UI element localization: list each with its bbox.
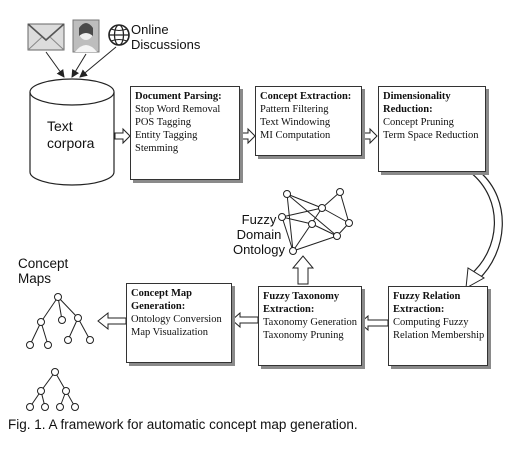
document-parsing-title: Document Parsing: xyxy=(135,91,222,102)
concept-extraction-item: Pattern Filtering xyxy=(260,104,329,115)
online-label-line1: Online xyxy=(131,22,169,37)
text-corpora-label: Text corpora xyxy=(47,118,94,152)
online-label-line2: Discussions xyxy=(131,37,201,52)
ontology-line3: Ontology xyxy=(232,242,286,257)
fuzzy-taxonomy-title-2: Extraction: xyxy=(263,304,315,315)
ontology-line2: Domain xyxy=(236,227,282,242)
ontology-graph xyxy=(278,188,353,255)
concept-extraction-title: Concept Extraction: xyxy=(260,91,352,102)
fuzzy-relation-item: Relation Membership xyxy=(393,330,485,341)
fuzzy-taxonomy-item: Taxonomy Generation xyxy=(263,317,358,328)
source-arrows xyxy=(45,46,117,78)
bottom-flow-arrows xyxy=(97,311,389,332)
concept-map-generation-title-1: Concept Map xyxy=(131,288,192,299)
curved-transition-arrow xyxy=(465,171,503,289)
fuzzy-relation-item: Computing Fuzzy xyxy=(393,317,469,328)
top-flow-arrows xyxy=(114,127,378,145)
dimensionality-reduction-box: Dimensionality Reduction: Concept Prunin… xyxy=(378,86,486,172)
concept-extraction-item: MI Computation xyxy=(260,130,331,141)
concept-map-generation-item: Map Visualization xyxy=(131,327,209,338)
dimensionality-reduction-title-1: Dimensionality xyxy=(383,91,451,102)
document-parsing-item: Entity Tagging xyxy=(135,130,198,141)
document-parsing-box: Document Parsing: Stop Word Removal POS … xyxy=(130,86,240,180)
user-photo-icon xyxy=(72,19,100,53)
document-parsing-item: POS Tagging xyxy=(135,117,191,128)
dimensionality-reduction-item: Term Space Reduction xyxy=(383,130,479,141)
email-icon xyxy=(27,23,65,51)
concept-maps-line1: Concept xyxy=(18,256,69,271)
concept-extraction-box: Concept Extraction: Pattern Filtering Te… xyxy=(255,86,362,156)
figure-caption: Fig. 1. A framework for automatic concep… xyxy=(8,417,358,432)
document-parsing-item: Stemming xyxy=(135,143,179,154)
concept-map-tree-1 xyxy=(26,293,94,349)
concept-map-generation-title-2: Generation: xyxy=(131,301,186,312)
fuzzy-relation-title-1: Fuzzy Relation xyxy=(393,291,461,302)
dimensionality-reduction-item: Concept Pruning xyxy=(383,117,454,128)
concept-map-generation-box: Concept Map Generation: Ontology Convers… xyxy=(126,283,232,363)
fuzzy-domain-ontology-label: Fuzzy Domain Ontology xyxy=(226,212,292,257)
concept-map-generation-item: Ontology Conversion xyxy=(131,314,222,325)
fuzzy-taxonomy-title-1: Fuzzy Taxonomy xyxy=(263,291,340,302)
document-parsing-item: Stop Word Removal xyxy=(135,104,221,115)
dimensionality-reduction-title-2: Reduction: xyxy=(383,104,433,115)
concept-maps-line2: Maps xyxy=(18,271,52,286)
concept-extraction-item: Text Windowing xyxy=(260,117,331,128)
corpus-label-line1: Text xyxy=(47,118,73,134)
ontology-line1: Fuzzy xyxy=(241,212,277,227)
up-arrow xyxy=(291,255,315,285)
fuzzy-taxonomy-item: Taxonomy Pruning xyxy=(263,330,344,341)
corpus-label-line2: corpora xyxy=(47,135,95,151)
fuzzy-relation-title-2: Extraction: xyxy=(393,304,445,315)
fuzzy-relation-box: Fuzzy Relation Extraction: Computing Fuz… xyxy=(388,286,488,366)
text-corpora-cylinder xyxy=(29,78,115,186)
globe-icon xyxy=(108,24,130,46)
online-discussions-label: Online Discussions xyxy=(131,22,200,52)
concept-maps-label: Concept Maps xyxy=(18,256,68,286)
concept-map-tree-2 xyxy=(26,368,79,411)
fuzzy-taxonomy-box: Fuzzy Taxonomy Extraction: Taxonomy Gene… xyxy=(258,286,362,366)
